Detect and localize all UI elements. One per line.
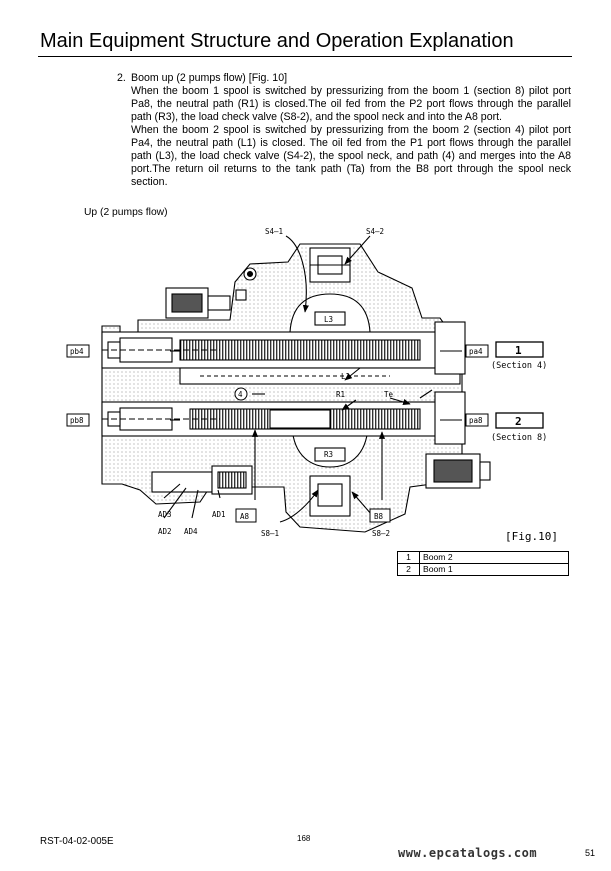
label-ad1: AD1 <box>212 510 226 519</box>
document-id: RST-04-02-005E <box>40 836 114 847</box>
label-section-2-number: 2 <box>515 415 522 428</box>
paragraph-boom-1: When the boom 1 spool is switched by pre… <box>131 85 571 123</box>
relief-valve <box>151 471 213 493</box>
legend-table: 1 Boom 2 2 Boom 1 <box>397 551 569 576</box>
section-heading-text: Boom up (2 pumps flow) [Fig. 10] <box>131 72 288 84</box>
label-r1: R1 <box>336 390 345 399</box>
valve-diagram: S4–1 S4–2 L3 L1 4 R1 Te R3 pb4 pa4 pb8 p… <box>66 227 547 538</box>
label-section-1-text: (Section 4) <box>491 361 547 371</box>
title-rule <box>38 56 572 57</box>
label-ad3: AD3 <box>158 510 172 519</box>
section-boom-up: 2. Boom up (2 pumps flow) [Fig. 10] When … <box>117 72 571 189</box>
label-ad2: AD2 <box>158 527 172 536</box>
page-number: 168 <box>297 834 311 843</box>
label-r3: R3 <box>324 450 333 459</box>
label-pb8: pb8 <box>70 416 84 425</box>
figure-reference: [Fig.10] <box>505 530 558 543</box>
sheet-number: 51 <box>585 848 596 858</box>
figure-caption: Up (2 pumps flow) <box>84 207 168 218</box>
legend-number: 2 <box>397 563 420 576</box>
label-pa4: pa4 <box>469 347 483 356</box>
paragraph-boom-2: When the boom 2 spool is switched by pre… <box>131 124 571 188</box>
right-cap-upper <box>434 321 466 375</box>
watermark: www.epcatalogs.com <box>398 846 538 860</box>
label-l1: L1 <box>341 372 350 381</box>
right-cap-lower <box>434 391 466 445</box>
label-pa8: pa8 <box>469 416 483 425</box>
page-title: Main Equipment Structure and Operation E… <box>40 30 514 52</box>
flow-arrow-te <box>389 397 411 405</box>
label-pb4: pb4 <box>70 347 84 356</box>
section-number: 2. <box>117 72 126 84</box>
label-l3: L3 <box>324 315 333 324</box>
label-te: Te <box>384 390 394 399</box>
table-row: 2 Boom 1 <box>397 563 569 576</box>
legend-number: 1 <box>397 551 420 564</box>
flow-arrow-s4-1 <box>285 235 309 313</box>
label-path4: 4 <box>238 390 243 399</box>
section-body: When the boom 1 spool is switched by pre… <box>131 85 571 189</box>
flow-arrow-s4-2 <box>344 235 371 265</box>
label-section-2-text: (Section 8) <box>491 433 547 443</box>
label-s8-1: S8–1 <box>261 529 279 538</box>
section-heading: 2. Boom up (2 pumps flow) [Fig. 10] <box>117 72 571 85</box>
table-row: 1 Boom 2 <box>397 551 569 564</box>
label-s4-1: S4–1 <box>265 227 283 236</box>
flow-arrow-r1 <box>341 399 357 411</box>
flow-arrow-s8-1 <box>279 489 319 523</box>
legend-label: Boom 2 <box>419 551 569 564</box>
label-s8-2: S8–2 <box>372 529 390 538</box>
passage-r3 <box>291 426 369 468</box>
label-a8: A8 <box>240 512 250 521</box>
label-ad4: AD4 <box>184 527 198 536</box>
label-s4-2: S4–2 <box>366 227 384 236</box>
label-b8: B8 <box>374 512 384 521</box>
label-section-1-number: 1 <box>515 344 522 357</box>
flow-arrow-l1 <box>344 367 361 381</box>
legend-label: Boom 1 <box>419 563 569 576</box>
